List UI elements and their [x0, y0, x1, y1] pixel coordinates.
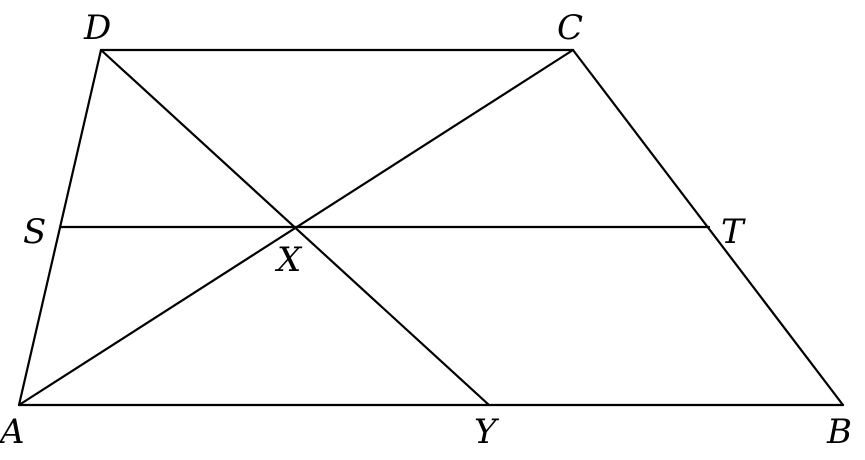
point-label-b: B: [826, 412, 852, 452]
point-label-x: X: [274, 240, 303, 280]
segments-layer: [17, 48, 845, 407]
labels-layer: A B C D S T X Y: [0, 8, 852, 452]
point-label-a: A: [0, 412, 25, 452]
point-label-c: C: [557, 8, 583, 48]
point-label-t: T: [721, 212, 746, 252]
point-label-d: D: [83, 8, 111, 48]
point-label-y: Y: [474, 412, 500, 452]
point-label-s: S: [23, 212, 46, 252]
